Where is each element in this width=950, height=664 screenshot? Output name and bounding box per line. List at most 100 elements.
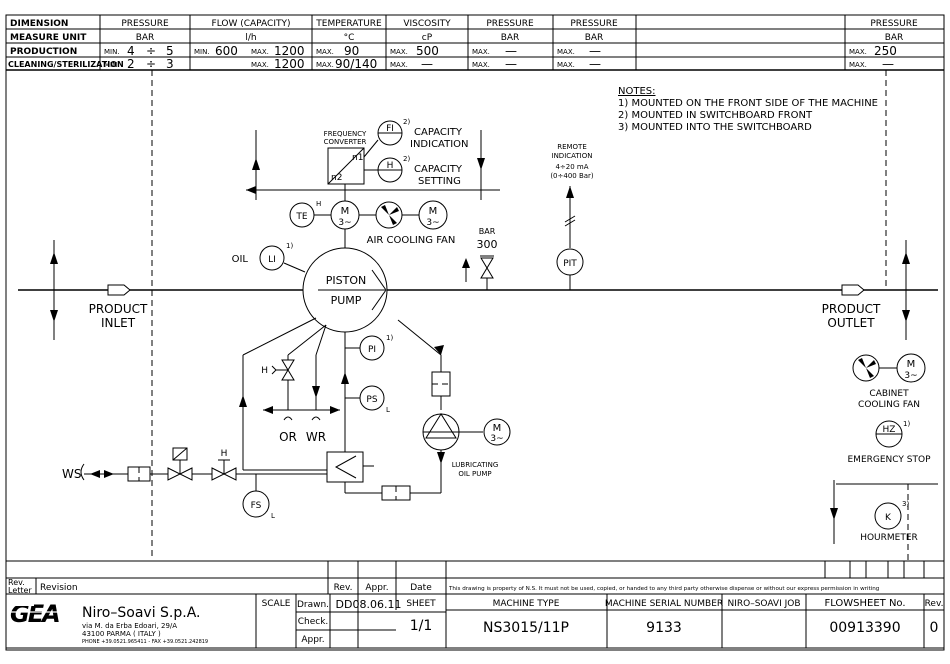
drawn-by: DD — [336, 598, 353, 611]
prod-temp-max-label: MAX. — [316, 48, 334, 56]
pump-label: PUMP — [331, 294, 362, 307]
safety-valve-300: 300 — [477, 238, 498, 251]
frequency-converter: FREQUENCY CONVERTER n1 n2 FI 2) CAPACITY… — [324, 118, 469, 201]
prod-p3-max-label: MAX. — [557, 48, 575, 56]
or-label: OR — [279, 430, 297, 444]
emergency-stop: HZ 1) EMERGENCY STOP — [848, 420, 932, 465]
heat-exchanger — [326, 451, 364, 483]
header-viscosity: VISCOSITY — [403, 19, 451, 29]
clean-visc-max-label: MAX. — [390, 61, 408, 69]
rev-letter-label-1: Rev. — [8, 578, 25, 587]
product-outlet-label-1: PRODUCT — [822, 302, 881, 316]
header-flow: FLOW (CAPACITY) — [212, 19, 291, 29]
cabinet-fan: M 3~ CABINET COOLING FAN — [852, 353, 926, 410]
cabinet-fan-motor — [896, 353, 926, 383]
drawn-label: Drawn. — [297, 600, 329, 610]
fan-motor-3: 3~ — [426, 218, 439, 228]
row-production: PRODUCTION — [10, 47, 77, 57]
address-line-1: via M. da Erba Edoari, 29/A — [82, 622, 177, 630]
fi-note: 2) — [403, 118, 410, 126]
rev-col-label: Rev. — [334, 583, 353, 593]
capacity-setting-1: CAPACITY — [414, 164, 463, 175]
prod-pressure-min-label: MIN. — [104, 48, 120, 56]
piston-label: PISTON — [326, 274, 366, 287]
row-measure-unit: MEASURE UNIT — [10, 33, 87, 43]
ws-label: WS — [62, 467, 81, 481]
check-label: Check. — [298, 617, 329, 627]
unit-viscosity: cP — [422, 33, 433, 43]
unit-pressure-3: BAR — [585, 33, 604, 43]
unit-pressure-last: BAR — [885, 33, 904, 43]
approved-label: Appr. — [301, 635, 324, 645]
prod-flow-max-label: MAX. — [251, 48, 269, 56]
capacity-setting-note: 2) — [403, 155, 410, 163]
cabinet-fan-label-2: COOLING FAN — [858, 400, 920, 410]
hz-note: 1) — [903, 420, 910, 428]
prod-p2-max: — — [505, 44, 517, 58]
clean-plast-max: — — [882, 57, 894, 71]
outlet-arrow-icon — [841, 284, 865, 296]
air-cooling-fan-label: AIR COOLING FAN — [367, 235, 456, 246]
prod-p3-max: — — [589, 44, 601, 58]
notes-title: NOTES: — [618, 86, 656, 97]
row-cleaning: CLEANING/STERILIZATION — [8, 60, 124, 69]
n2-label: n2 — [331, 173, 342, 183]
note-1: 1) MOUNTED ON THE FRONT SIDE OF THE MACH… — [618, 98, 878, 109]
sheet-label: SHEET — [406, 599, 436, 609]
job-label: NIRO–SOAVI JOB — [727, 599, 800, 609]
prod-plast-max-label: MAX. — [849, 48, 867, 56]
pit-label: PIT — [563, 259, 577, 269]
header-pressure: PRESSURE — [121, 19, 169, 29]
fs-label: FS — [251, 501, 262, 511]
notes: NOTES: 1) MOUNTED ON THE FRONT SIDE OF T… — [618, 86, 878, 133]
prod-visc-max: 500 — [416, 44, 439, 58]
fan-motor-m: M — [429, 206, 438, 217]
header-pressure-2: PRESSURE — [486, 19, 534, 29]
product-inlet-label-1: PRODUCT — [89, 302, 148, 316]
sheet-value: 1/1 — [410, 618, 433, 634]
capacity-setting-2: SETTING — [418, 176, 461, 187]
scale-label: SCALE — [262, 599, 291, 609]
spec-table: DIMENSION PRESSURE FLOW (CAPACITY) TEMPE… — [6, 15, 944, 71]
capacity-indication-1: CAPACITY — [414, 127, 463, 138]
signal-line — [246, 130, 500, 200]
cabinet-motor-m: M — [907, 359, 916, 370]
product-inlet-label-2: INLET — [101, 316, 136, 330]
header-pressure-3: PRESSURE — [570, 19, 618, 29]
prod-pressure-min: 4 — [127, 44, 135, 58]
main-motor-3: 3~ — [338, 218, 351, 228]
remote-label-3: 4÷20 mA — [555, 163, 588, 171]
prod-flow-min-label: MIN. — [194, 48, 210, 56]
te-label: TE — [295, 212, 307, 222]
cabinet-motor-3: 3~ — [904, 371, 917, 381]
lube-pump-label-1: LUBRICATING — [452, 461, 499, 469]
prod-flow-min: 600 — [215, 44, 238, 58]
cabinet-fan-label-1: CABINET — [869, 389, 909, 399]
unit-temperature: °C — [344, 33, 355, 43]
hz-label: HZ — [883, 425, 896, 435]
remote-label-4: (0÷400 Bar) — [550, 172, 594, 180]
company-name: Niro–Soavi S.p.A. — [82, 605, 201, 621]
water-supply: WS H FS L — [62, 447, 327, 520]
pi-note: 1) — [386, 334, 393, 342]
pi-label: PI — [368, 345, 376, 355]
header-dimension: DIMENSION — [10, 19, 68, 29]
inlet-arrow-icon — [107, 284, 131, 296]
unit-pressure-2: BAR — [501, 33, 520, 43]
lube-motor-3: 3~ — [490, 434, 503, 444]
prod-temp-max: 90 — [344, 44, 359, 58]
rev-value: 0 — [930, 620, 939, 636]
clean-p3-max: — — [589, 57, 601, 71]
product-outlet-label-2: OUTLET — [827, 316, 875, 330]
clean-pressure-max: 3 — [166, 57, 174, 71]
li-note: 1) — [286, 242, 293, 250]
remote-label-2: INDICATION — [552, 152, 593, 160]
main-motor-m: M — [341, 206, 350, 217]
flowsheet-label: FLOWSHEET No. — [824, 598, 905, 609]
outer-frame — [5, 14, 945, 651]
fi-label: FI — [386, 124, 394, 134]
lube-pump-label-2: OIL PUMP — [458, 470, 491, 478]
li-label: LI — [268, 255, 276, 265]
